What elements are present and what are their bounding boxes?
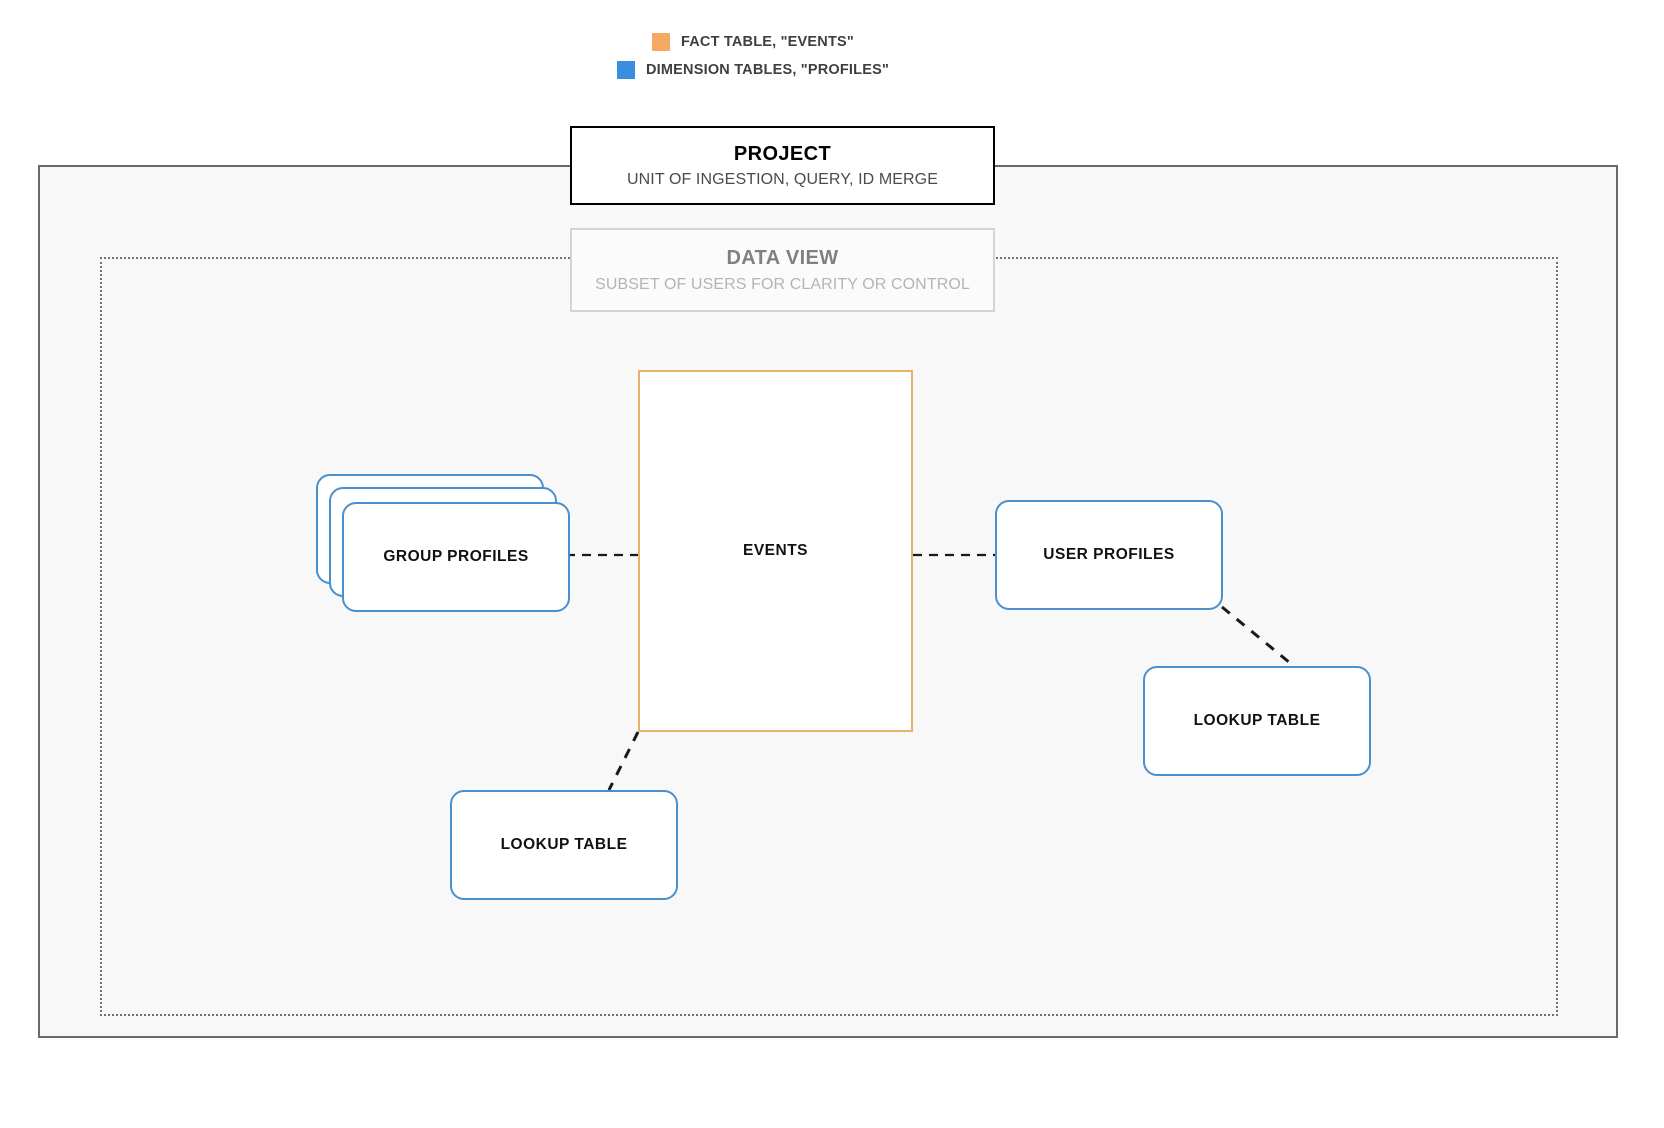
project-subtitle: UNIT OF INGESTION, QUERY, ID MERGE xyxy=(626,170,938,188)
orange-square-swatch-icon xyxy=(652,33,670,51)
node-events[interactable]: EVENTS xyxy=(638,370,913,732)
node-events-label: EVENTS xyxy=(742,542,808,559)
node-lookup-table-right[interactable]: LOOKUP TABLE xyxy=(1143,666,1371,776)
node-lookup-table-left[interactable]: LOOKUP TABLE xyxy=(450,790,678,900)
node-user-profiles-label: USER PROFILES xyxy=(1043,546,1175,563)
data-view-subtitle: SUBSET OF USERS FOR CLARITY OR CONTROL xyxy=(595,275,970,293)
data-view-box: DATA VIEW SUBSET OF USERS FOR CLARITY OR… xyxy=(570,228,995,312)
project-title: PROJECT xyxy=(733,142,832,165)
node-user-profiles[interactable]: USER PROFILES xyxy=(995,500,1223,610)
legend: FACT TABLE, "EVENTS" DIMENSION TABLES, "… xyxy=(0,28,1664,84)
node-lookup-table-left-label: LOOKUP TABLE xyxy=(500,836,628,853)
legend-label-dimension-tables: DIMENSION TABLES, "PROFILES" xyxy=(646,62,890,78)
data-view-title: DATA VIEW xyxy=(726,246,839,269)
legend-item-dimension-tables: DIMENSION TABLES, "PROFILES" xyxy=(0,56,1664,84)
node-group-profiles[interactable]: GROUP PROFILES xyxy=(342,502,570,612)
legend-item-fact-table: FACT TABLE, "EVENTS" xyxy=(0,28,1664,56)
node-group-profiles-stack[interactable]: GROUP PROFILES xyxy=(316,474,591,634)
project-box: PROJECT UNIT OF INGESTION, QUERY, ID MER… xyxy=(570,126,995,205)
legend-label-fact-table: FACT TABLE, "EVENTS" xyxy=(681,34,854,50)
node-group-profiles-label: GROUP PROFILES xyxy=(383,548,529,565)
blue-square-swatch-icon xyxy=(617,61,635,79)
node-lookup-table-right-label: LOOKUP TABLE xyxy=(1193,712,1321,729)
